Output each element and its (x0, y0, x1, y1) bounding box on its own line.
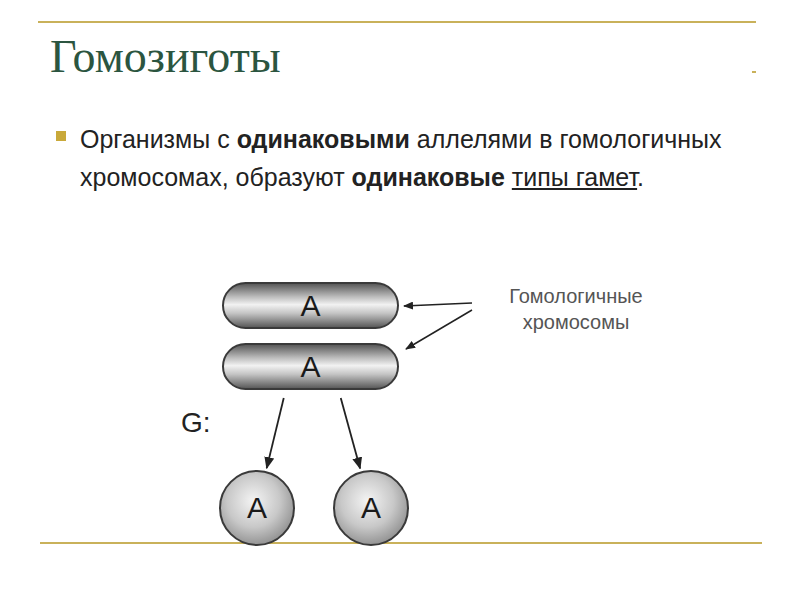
chromosome-bar: A (222, 282, 399, 329)
callout-label: Гомологичные хромосомы (476, 283, 676, 335)
gamete-label: G: (181, 407, 211, 439)
allele-label: A (361, 491, 381, 525)
bottom-rule (40, 542, 762, 544)
title-rule (752, 71, 756, 73)
gamete-circle: A (219, 470, 295, 546)
bullet-square (56, 131, 66, 141)
bullet-segment: Организмы с (80, 125, 230, 153)
chromosome-bar: A (222, 343, 399, 390)
leader-line (404, 303, 472, 306)
bullet-segment: одинаковыми (237, 125, 410, 153)
gamete-circle: A (333, 470, 409, 546)
bullet-text: Организмы с одинаковыми аллелями в гомол… (80, 120, 730, 196)
top-rule (38, 21, 756, 23)
bullet-segment: . (637, 163, 644, 191)
gamete-arrow (341, 398, 360, 468)
allele-label: A (300, 289, 320, 323)
leader-line (406, 310, 472, 349)
slide-title: Гомозиготы (50, 30, 281, 83)
gamete-arrow (267, 398, 284, 468)
allele-label: A (247, 491, 267, 525)
bullet-segment: типы гамет (512, 163, 637, 191)
allele-label: A (300, 350, 320, 384)
bullet-segment: одинаковые (352, 163, 505, 191)
